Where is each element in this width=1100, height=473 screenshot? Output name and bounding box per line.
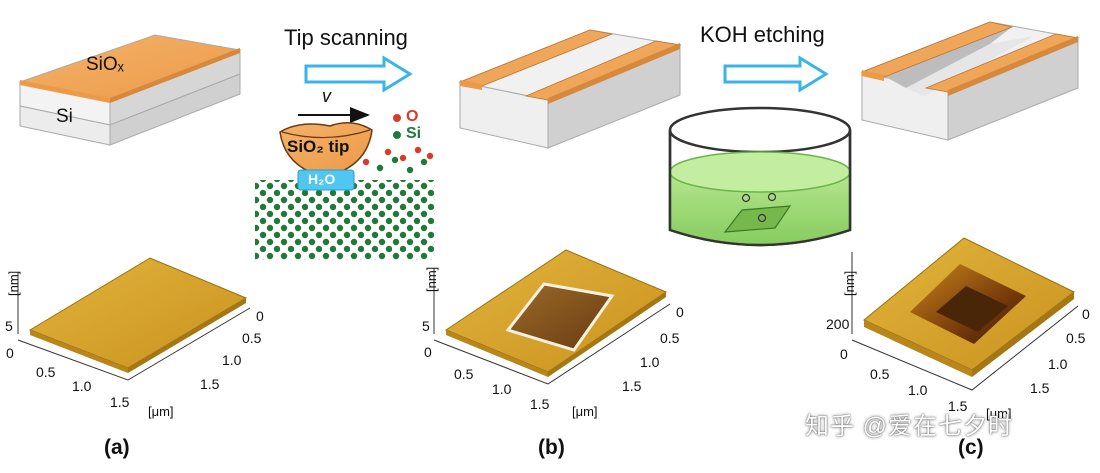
step-koh-etching-label: KOH etching xyxy=(700,22,825,47)
legend-oxygen-label: O xyxy=(406,108,419,125)
arrow-tip-scanning xyxy=(304,55,413,93)
afm-b-x-tick-2: 1.0 xyxy=(492,381,512,397)
afm-a-x-tick-1: 0.5 xyxy=(36,364,56,380)
koh-beaker xyxy=(668,106,852,247)
watermark: 知乎 @爱在七夕时 xyxy=(805,413,1014,440)
afm-a-y-tick-3: 1.0 xyxy=(222,352,242,368)
si-substrate-label: Si xyxy=(56,106,73,127)
afm-plot-a xyxy=(17,257,251,381)
afm-c-x-tick-1: 0.5 xyxy=(870,366,890,382)
panel-label-a: (a) xyxy=(104,436,130,459)
silicon-lattice xyxy=(255,180,435,260)
water-meniscus-label: H₂O xyxy=(308,171,336,187)
afm-b-y-tick-1: 0 xyxy=(676,304,684,320)
legend-silicon-label: Si xyxy=(406,125,422,142)
block-a xyxy=(18,34,242,146)
afm-a-y-tick-4: 1.5 xyxy=(200,376,220,392)
afm-c-y-tick-3: 1.0 xyxy=(1048,356,1068,372)
sio2-tip-shape xyxy=(279,122,373,191)
surface-atoms xyxy=(362,114,434,174)
panel-label-c: (c) xyxy=(958,436,984,459)
afm-b-z-tick: 5 xyxy=(422,318,430,334)
afm-a-y-tick-1: 0 xyxy=(256,308,264,324)
afm-c-y-tick-1: 0 xyxy=(1082,306,1090,322)
afm-b-zero: 0 xyxy=(424,344,432,360)
afm-c-y-tick-2: 0.5 xyxy=(1066,330,1086,346)
afm-c-x-tick-3: 1.5 xyxy=(948,398,968,414)
afm-a-zero: 0 xyxy=(6,345,14,361)
afm-b-z-unit: [nm] xyxy=(424,266,439,292)
afm-b-xy-unit: [μm] xyxy=(572,404,598,419)
panel-label-b: (b) xyxy=(538,436,565,459)
afm-b-y-tick-4: 1.5 xyxy=(622,378,642,394)
afm-c-z-tick: 200 xyxy=(826,316,850,332)
afm-b-x-tick-1: 0.5 xyxy=(454,366,474,382)
sio-x-layer-label: SiOₓ xyxy=(86,54,124,75)
afm-c-z-unit: [nm] xyxy=(842,270,857,296)
step-tip-scanning-label: Tip scanning xyxy=(284,25,408,50)
afm-c-zero: 0 xyxy=(840,346,848,362)
afm-b-y-tick-2: 0.5 xyxy=(660,330,680,346)
afm-c-xy-unit: [μm] xyxy=(986,406,1012,421)
afm-a-x-tick-2: 1.0 xyxy=(72,378,92,394)
afm-a-x-tick-3: 1.5 xyxy=(110,394,130,410)
afm-plot-c xyxy=(851,237,1079,391)
velocity-label: v xyxy=(322,86,331,106)
afm-b-y-tick-3: 1.0 xyxy=(640,354,660,370)
afm-c-y-tick-4: 1.5 xyxy=(1030,380,1050,396)
sio2-tip-label: SiO₂ tip xyxy=(287,137,350,156)
afm-a-z-tick: 5 xyxy=(5,318,13,334)
arrow-koh-etching xyxy=(723,55,829,93)
afm-a-xy-unit: [μm] xyxy=(148,404,174,419)
afm-a-y-tick-2: 0.5 xyxy=(242,330,262,346)
afm-b-x-tick-3: 1.5 xyxy=(530,396,550,412)
block-b xyxy=(458,29,682,149)
afm-c-x-tick-2: 1.0 xyxy=(908,382,928,398)
afm-a-z-unit: [nm] xyxy=(6,270,21,296)
block-c xyxy=(860,21,1080,141)
afm-plot-b xyxy=(433,249,671,385)
